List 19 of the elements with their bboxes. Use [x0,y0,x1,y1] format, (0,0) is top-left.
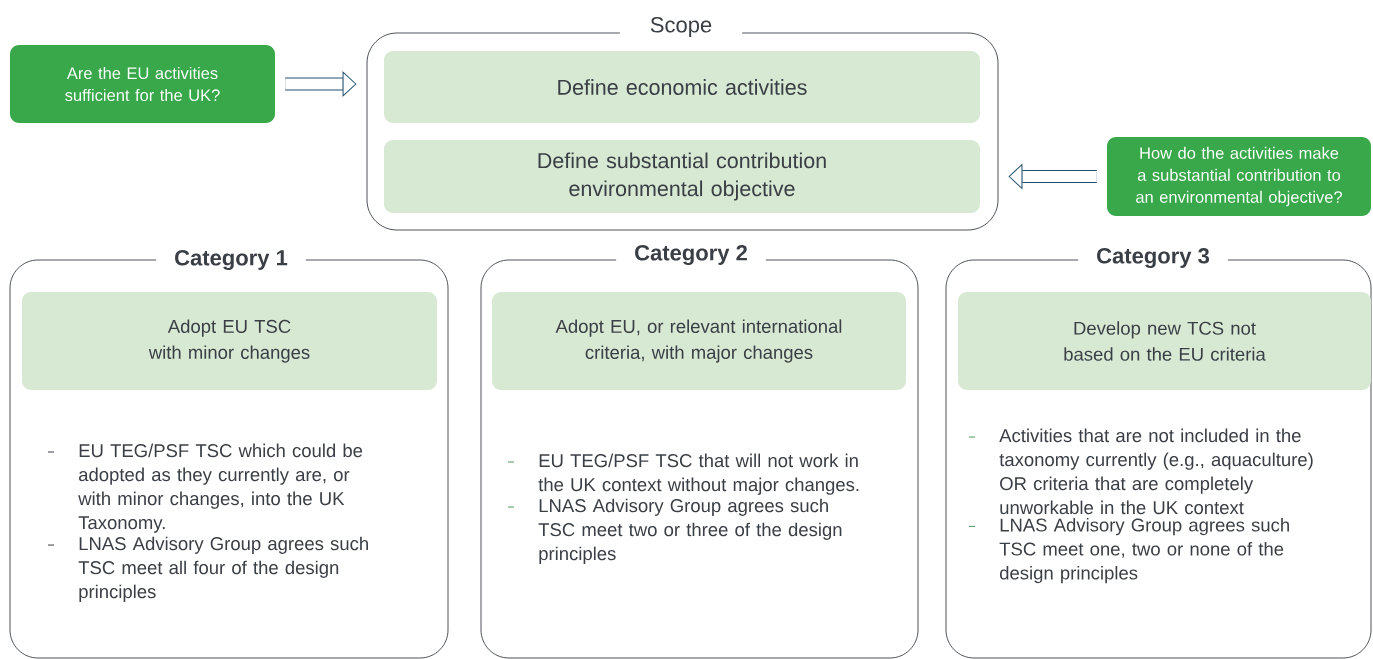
step-box: Define substantial contribution environmental objective [384,140,980,213]
step-box: Adopt EU, or relevant international criteria, with major changes [492,292,906,390]
group-heading: Scope [619,14,743,40]
step-box: Adopt EU TSC with minor changes [22,292,437,390]
question-box: Are the EU activities sufficient for the UK? [10,45,275,123]
step-box: Develop new TCS not based on the EU criteria [958,292,1371,390]
bullet-item: Activities that are not included in the taxonomy currently (e.g., aquaculture) OR criteria that are completely unworkable in the UK context [968,428,1313,515]
group-heading: Category 2 [616,242,766,268]
block-arrow [285,71,357,97]
bullet-item: LNAS Advisory Group agrees such TSC meet all four of the design principles [47,536,368,602]
bullet-item: LNAS Advisory Group agrees such TSC meet two or three of the design principles [507,498,842,564]
bullet-item: LNAS Advisory Group agrees such TSC meet one, two or none of the design principles [968,518,1289,584]
step-box: Define economic activities [384,51,980,123]
bullet-item: EU TEG/PSF TSC which could be adopted as they currently are, or with minor changes, into the UK Taxonomy. [47,443,363,533]
group-heading: Category 1 [156,247,306,273]
bullet-item: EU TEG/PSF TSC that will not work in the UK context without major changes. [507,453,859,495]
block-arrow [1008,164,1097,189]
group-heading: Category 3 [1078,245,1228,271]
question-box: How do the activities make a substantial contribution to an environmental objective? [1107,137,1371,216]
